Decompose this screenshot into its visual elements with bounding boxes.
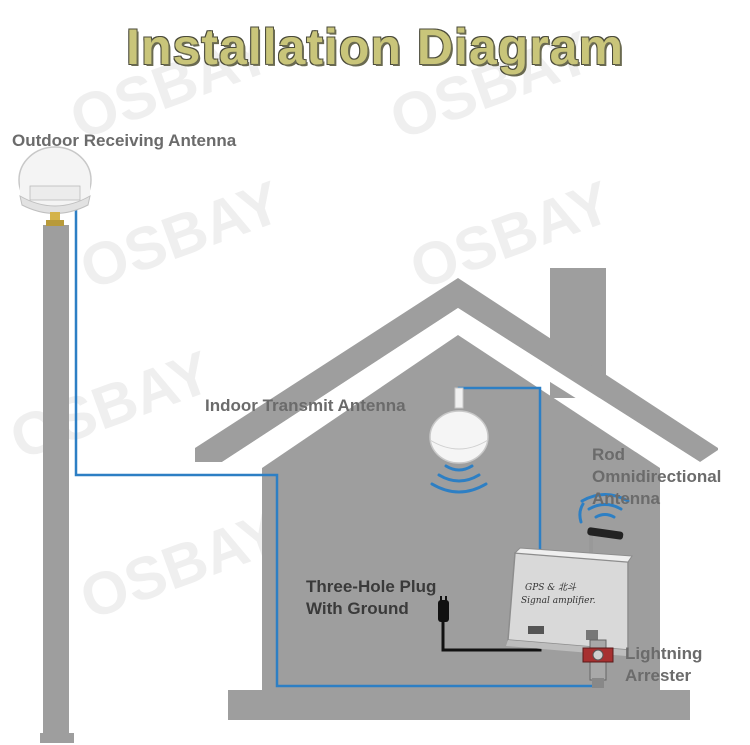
page-title: Installation Diagram — [0, 18, 750, 76]
rod-antenna-label-line1: Rod — [592, 444, 721, 466]
plug-label-line2: With Ground — [306, 598, 436, 620]
plug-label: Three-Hole Plug With Ground — [306, 576, 436, 620]
signal-amplifier: GPS & 北斗 Signal amplifier. — [506, 548, 632, 656]
outdoor-antenna-label: Outdoor Receiving Antenna — [12, 130, 236, 152]
pole-base — [40, 733, 74, 743]
amplifier-line2: Signal amplifier. — [521, 596, 596, 606]
rod-antenna-label: Rod Omnidirectional Antenna — [592, 444, 721, 510]
watermark: OSBAY — [72, 168, 290, 302]
outdoor-antenna-icon — [19, 147, 91, 226]
watermark: OSBAY — [2, 338, 220, 472]
watermark: OSBAY — [72, 498, 290, 632]
foundation — [228, 690, 690, 720]
indoor-antenna-label: Indoor Transmit Antenna — [205, 395, 406, 417]
rod-antenna-label-line2: Omnidirectional — [592, 466, 721, 488]
rod-antenna-label-line3: Antenna — [592, 488, 721, 510]
amplifier-line1: GPS & 北斗 — [525, 582, 577, 593]
antenna-pole — [43, 225, 69, 735]
plug-label-line1: Three-Hole Plug — [306, 576, 436, 598]
arrester-label-line2: Arrester — [625, 665, 702, 687]
arrester-label: Lightning Arrester — [625, 643, 702, 687]
arrester-label-line1: Lightning — [625, 643, 702, 665]
